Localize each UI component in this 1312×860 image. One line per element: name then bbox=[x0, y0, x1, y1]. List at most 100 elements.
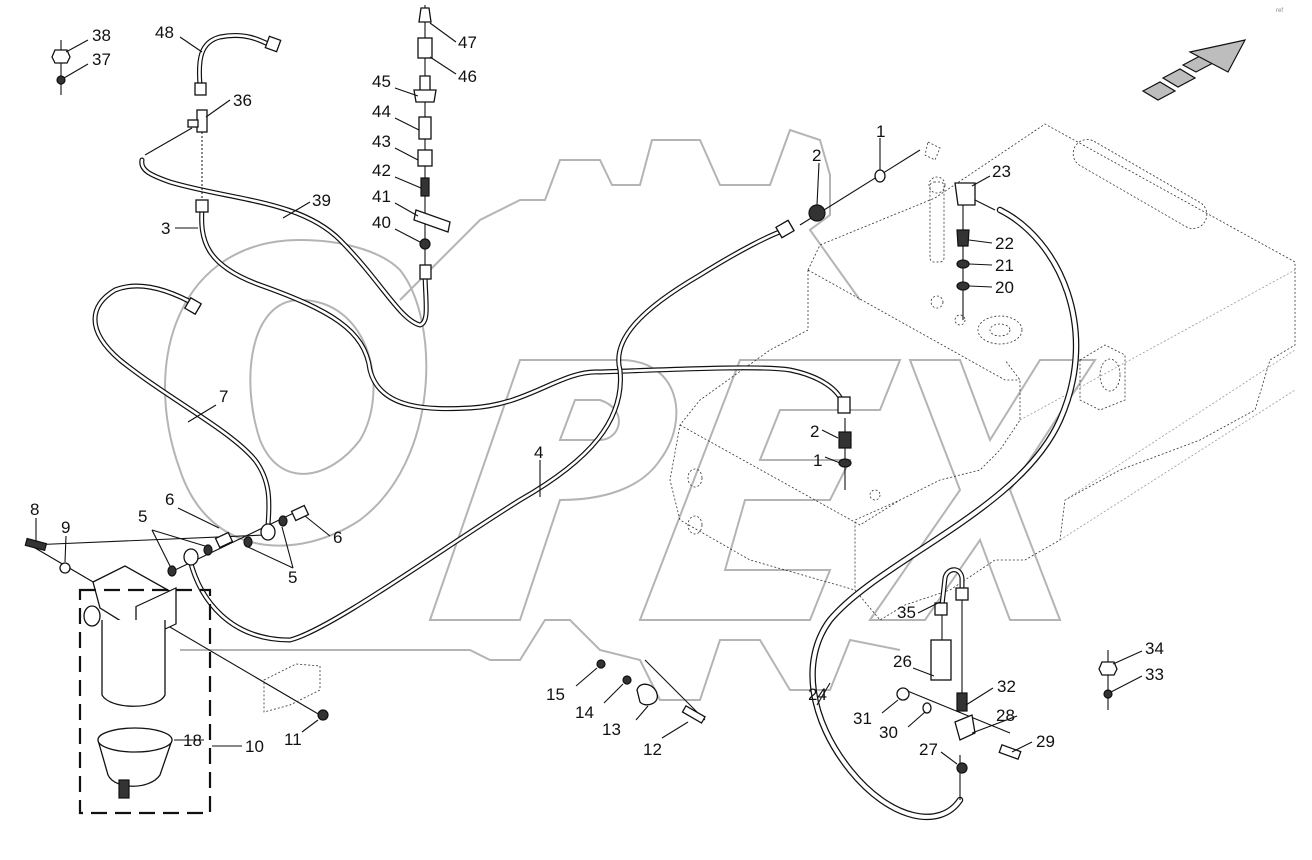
pipe-7-nut bbox=[183, 296, 203, 316]
callout-26[interactable]: 26 bbox=[893, 652, 912, 671]
callout-48[interactable]: 48 bbox=[155, 23, 174, 42]
parts bbox=[24, 7, 1118, 815]
callout-36[interactable]: 36 bbox=[233, 91, 252, 110]
callout-11[interactable]: 11 bbox=[284, 730, 302, 749]
washer-40 bbox=[419, 238, 431, 250]
nut-31 bbox=[896, 687, 910, 701]
pipe-4-nut bbox=[775, 219, 795, 239]
callout-23[interactable]: 23 bbox=[992, 162, 1011, 181]
callout-4[interactable]: 4 bbox=[534, 443, 543, 462]
callout-34[interactable]: 34 bbox=[1145, 639, 1164, 658]
callout-38[interactable]: 38 bbox=[92, 26, 111, 45]
callout-35[interactable]: 35 bbox=[897, 603, 916, 622]
callout-2[interactable]: 2 bbox=[810, 422, 819, 441]
washer-9 bbox=[59, 562, 71, 574]
callout-1[interactable]: 1 bbox=[813, 451, 822, 470]
nut-15 bbox=[596, 659, 606, 669]
seal-5-b bbox=[203, 544, 213, 556]
callout-47[interactable]: 47 bbox=[458, 33, 477, 52]
tank-side-face bbox=[1019, 269, 1296, 541]
pipe-39-nut bbox=[419, 264, 432, 280]
callout-30[interactable]: 30 bbox=[879, 723, 898, 742]
callout-5[interactable]: 5 bbox=[138, 507, 147, 526]
callout-6[interactable]: 6 bbox=[333, 528, 342, 547]
seal-5-c bbox=[243, 536, 253, 548]
callout-31[interactable]: 31 bbox=[853, 709, 872, 728]
pipe-35-nut-right bbox=[955, 587, 969, 601]
callout-43[interactable]: 43 bbox=[372, 132, 391, 151]
corner-reference-mark: ref bbox=[1276, 8, 1283, 14]
fuel-pipes bbox=[92, 32, 1080, 821]
callout-42[interactable]: 42 bbox=[372, 161, 391, 180]
banjo-eye-left bbox=[183, 548, 199, 566]
callout-22[interactable]: 22 bbox=[995, 234, 1014, 253]
callout-46[interactable]: 46 bbox=[458, 67, 477, 86]
callout-13[interactable]: 13 bbox=[602, 720, 621, 739]
callout-45[interactable]: 45 bbox=[372, 72, 391, 91]
union-2-lower bbox=[838, 431, 852, 449]
nipple-47 bbox=[418, 7, 432, 23]
washer-14 bbox=[622, 675, 632, 685]
tank-filler-cap bbox=[977, 315, 1023, 345]
callout-3[interactable]: 3 bbox=[161, 219, 170, 238]
tank-lower-block bbox=[669, 270, 856, 591]
phantom-washer bbox=[930, 295, 944, 309]
pipe-3-end-nut bbox=[837, 396, 851, 414]
callout-41[interactable]: 41 bbox=[372, 187, 391, 206]
callout-7[interactable]: 7 bbox=[219, 387, 228, 406]
callout-6[interactable]: 6 bbox=[165, 490, 174, 509]
callout-8[interactable]: 8 bbox=[30, 500, 39, 519]
callout-39[interactable]: 39 bbox=[312, 191, 331, 210]
union-2-upper bbox=[808, 204, 826, 222]
nut-11 bbox=[317, 709, 329, 721]
callout-24[interactable]: 24 bbox=[808, 685, 827, 704]
screw-12 bbox=[681, 705, 706, 724]
callout-12[interactable]: 12 bbox=[643, 740, 662, 759]
tank-sender-port bbox=[1099, 358, 1121, 392]
tee-fitting-36-branch bbox=[187, 119, 199, 128]
callout-28[interactable]: 28 bbox=[996, 706, 1015, 725]
callout-2[interactable]: 2 bbox=[812, 146, 821, 165]
watermark-letter-o bbox=[164, 238, 428, 547]
watermark-gear-top bbox=[399, 128, 861, 301]
tank-upper-edge bbox=[807, 269, 1020, 381]
callout-10[interactable]: 10 bbox=[245, 737, 264, 756]
pipe-48-end-nut bbox=[264, 35, 282, 53]
callout-40[interactable]: 40 bbox=[372, 213, 391, 232]
callout-27[interactable]: 27 bbox=[919, 740, 938, 759]
pipe-3 bbox=[199, 205, 846, 412]
banjo-23 bbox=[954, 182, 976, 206]
tank-step bbox=[679, 424, 901, 526]
tank-mount-hole-2 bbox=[687, 515, 703, 535]
banjo-eye-right bbox=[260, 523, 276, 541]
callout-21[interactable]: 21 bbox=[995, 256, 1014, 275]
drain-plug bbox=[118, 779, 130, 799]
callout-44[interactable]: 44 bbox=[372, 102, 391, 121]
washer-37 bbox=[56, 75, 66, 85]
watermark-letter-p bbox=[428, 359, 678, 621]
screw-8 bbox=[24, 537, 48, 552]
nut-38 bbox=[51, 49, 71, 64]
callout-18[interactable]: 18 bbox=[183, 731, 202, 750]
adapter-44 bbox=[418, 116, 432, 140]
callout-20[interactable]: 20 bbox=[995, 278, 1014, 297]
screw-42 bbox=[420, 177, 430, 197]
callout-29[interactable]: 29 bbox=[1036, 732, 1055, 751]
callout-9[interactable]: 9 bbox=[61, 518, 70, 537]
callout-37[interactable]: 37 bbox=[92, 50, 111, 69]
tank-upper-block bbox=[807, 123, 1296, 621]
tank-filler-cap-inner bbox=[989, 323, 1011, 337]
callout-1[interactable]: 1 bbox=[876, 122, 885, 141]
tank-sender-mount bbox=[1079, 344, 1126, 411]
callout-15[interactable]: 15 bbox=[546, 685, 565, 704]
callout-32[interactable]: 32 bbox=[997, 677, 1016, 696]
watermark-letter-x bbox=[868, 359, 1097, 621]
callout-14[interactable]: 14 bbox=[575, 703, 594, 722]
callout-5[interactable]: 5 bbox=[288, 568, 297, 587]
callout-33[interactable]: 33 bbox=[1145, 665, 1164, 684]
nut-43 bbox=[417, 149, 433, 167]
seal-5-d bbox=[278, 515, 288, 527]
watermark-letter-e bbox=[638, 359, 902, 621]
bracket-28 bbox=[954, 714, 976, 741]
